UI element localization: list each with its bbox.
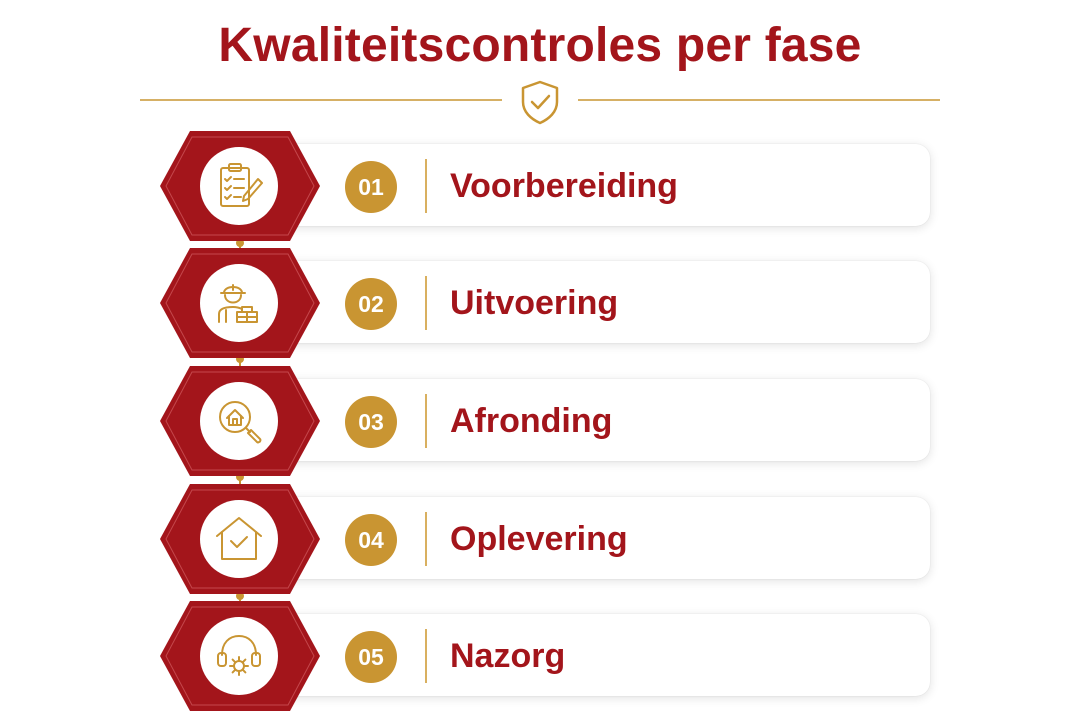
timeline-dot [236,592,244,600]
icon-badge [200,264,278,342]
separator [425,159,427,213]
step-number: 04 [345,514,397,566]
step-hexagon [160,484,320,594]
icon-badge [200,382,278,460]
step-label: Uitvoering [450,284,619,322]
shield-check-icon [521,80,559,125]
step-label: Nazorg [450,637,566,675]
clipboard-checklist-icon [220,163,263,207]
house-magnifier-icon [219,401,262,444]
timeline-dot [236,355,244,363]
step-hexagon [160,366,320,476]
icon-badge [200,617,278,695]
title-divider [140,80,940,125]
step-number: 05 [345,631,397,683]
separator [425,512,427,566]
icon-badge [200,147,278,225]
step-row: 05 Nazorg [160,601,940,711]
step-hexagon [160,131,320,241]
timeline-connector [239,466,241,496]
step-row: 04 Oplevering [160,484,940,594]
step-number: 03 [345,396,397,448]
step-label: Voorbereiding [450,167,678,205]
separator [425,276,427,330]
page-title: Kwaliteitscontroles per fase [218,19,862,72]
icon-badge [200,500,278,578]
step-hexagon [160,601,320,711]
step-label: Afronding [450,402,613,440]
step-hexagon [160,248,320,358]
timeline-dot [236,239,244,247]
step-number: 01 [345,161,397,213]
separator [425,629,427,683]
house-check-icon [216,517,262,560]
step-row: 03 Afronding [160,366,940,476]
step-number: 02 [345,278,397,330]
step-label: Oplevering [450,520,628,558]
timeline-dot [236,473,244,481]
step-row: 01 Voorbereiding [160,131,940,241]
construction-worker-icon [218,284,258,323]
headset-gear-icon [217,635,261,676]
step-row: 02 Uitvoering [160,248,940,358]
timeline-connector [239,348,241,378]
separator [425,394,427,448]
